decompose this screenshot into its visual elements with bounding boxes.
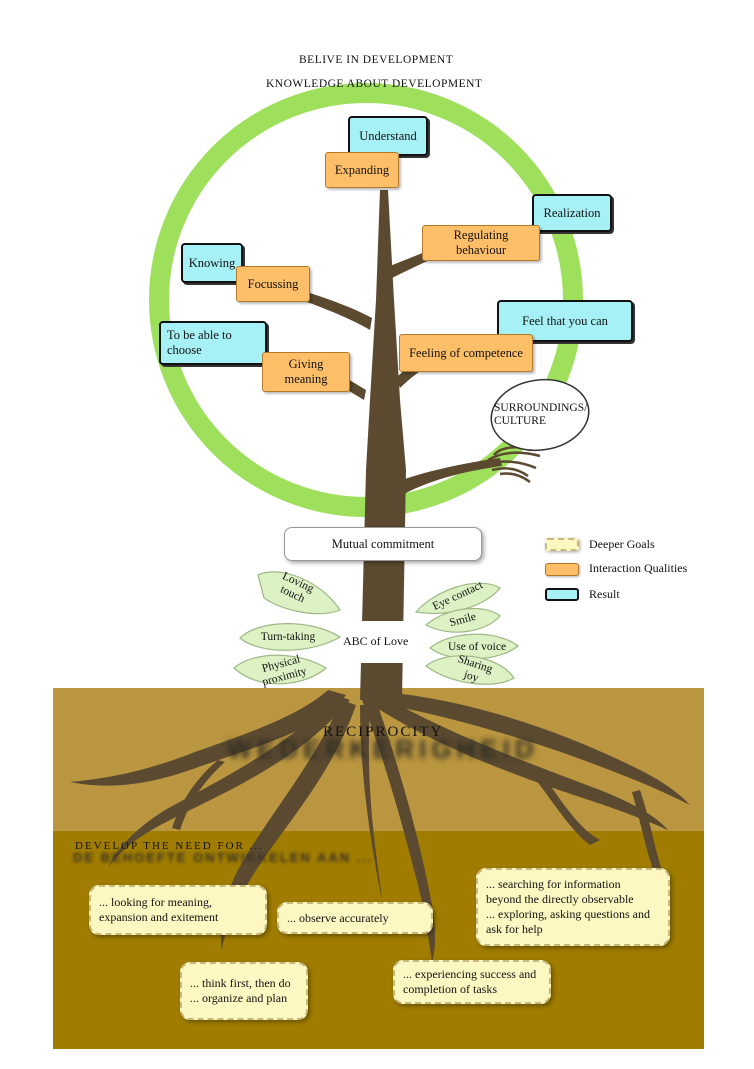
goal-observe: ... observe accurately [277, 902, 433, 934]
leaves [233, 571, 519, 685]
leaf-turn-taking [239, 623, 342, 651]
result-choose: To be able to choose [159, 321, 267, 365]
develop-shadow: DE BEHOEFTE ONTWIKKELEN AAN ... [73, 850, 374, 865]
leaf-label-voice: Use of voice [447, 641, 507, 653]
reciprocity-shadow: WEDERKERIGHEID [227, 734, 538, 764]
quality-meaning: Giving meaning [262, 352, 350, 392]
result-knowing: Knowing [181, 243, 243, 283]
goal-searching: ... searching for information beyond the… [476, 868, 670, 946]
goal-meaning: ... looking for meaning, expansion and e… [89, 885, 267, 935]
legend-label-deeper: Deeper Goals [589, 537, 655, 551]
mutual-commitment: Mutual commitment [284, 527, 482, 561]
leaf-sharing-joy [425, 655, 515, 685]
trunk [296, 190, 502, 700]
result-understand: Understand [348, 116, 428, 156]
goal-success: ... experiencing success and completion … [393, 960, 551, 1004]
heading-develop: DEVELOP THE NEED FOR ... [75, 840, 264, 852]
leaf-proximity [233, 654, 327, 685]
surroundings-label: SURROUNDINGS/ CULTURE [494, 402, 588, 427]
legend-swatch-interaction [545, 563, 579, 576]
quality-regulating: Regulating behaviour [422, 225, 540, 261]
heading-knowledge: KNOWLEDGE ABOUT DEVELOPMENT [266, 78, 483, 90]
leaf-loving-touch [257, 571, 341, 615]
surroundings-ellipse [490, 378, 590, 452]
goal-think: ... think first, then do ... organize an… [180, 962, 308, 1020]
legend-label-result: Result [589, 587, 620, 601]
heading-believe: BELIVE IN DEVELOPMENT [299, 54, 454, 66]
legend-swatch-result [545, 588, 579, 601]
abc-of-love-label: ABC of Love [343, 634, 409, 648]
quality-expanding: Expanding [325, 152, 399, 188]
result-realization: Realization [532, 194, 612, 232]
leaf-label-turn-taking: Turn-taking [260, 631, 316, 643]
legend-label-interaction: Interaction Qualities [589, 561, 688, 575]
heading-reciprocity: RECIPROCITY [323, 724, 444, 740]
quality-focussing: Focussing [236, 266, 310, 302]
abc-of-love-band [330, 621, 425, 663]
roots [70, 690, 690, 962]
leaf-smile [424, 607, 501, 633]
quality-competence: Feeling of competence [399, 334, 533, 372]
legend-swatch-deeper [545, 538, 579, 551]
